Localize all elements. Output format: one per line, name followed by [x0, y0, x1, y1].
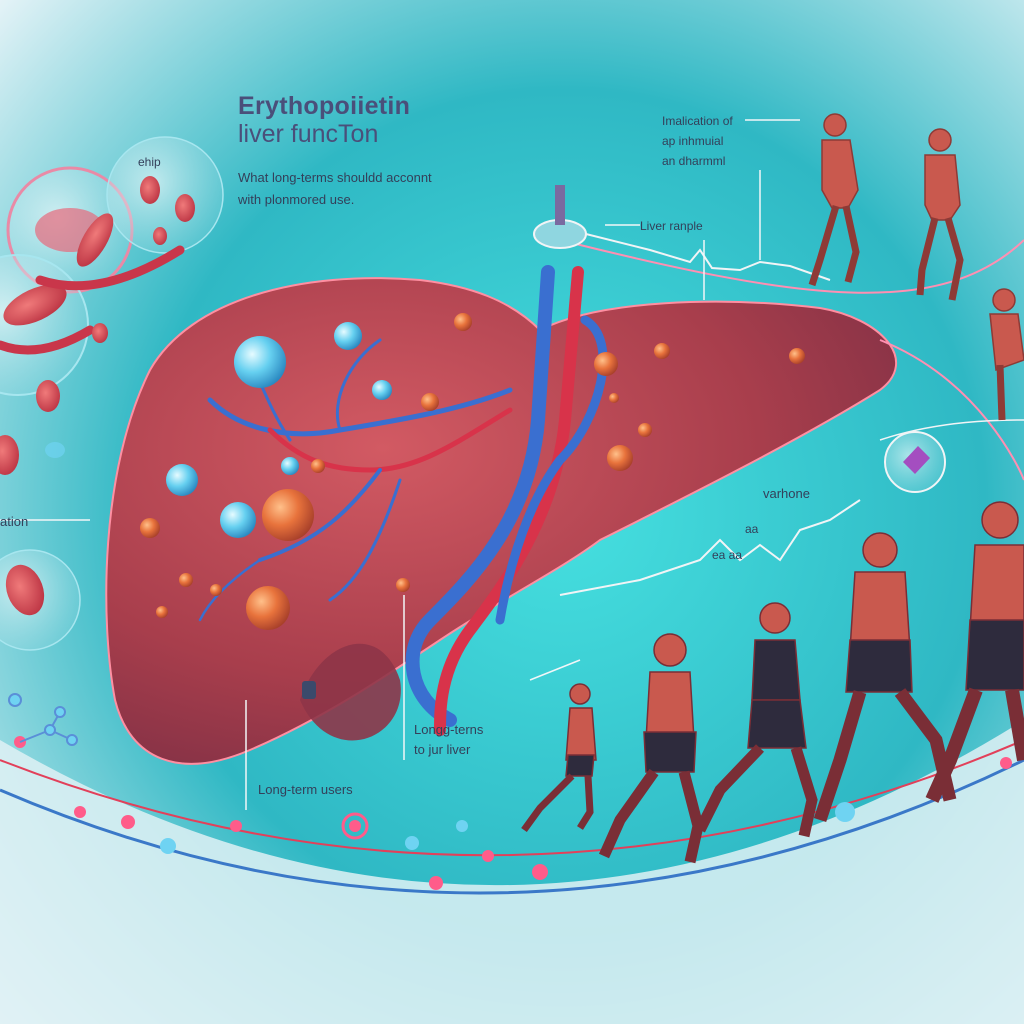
orange-cells	[140, 313, 805, 630]
label-ehip: ehip	[138, 155, 161, 169]
label-implication-3: an dharmml	[662, 154, 726, 168]
molecule-cluster-left	[8, 693, 78, 746]
red-blood-cells	[0, 176, 195, 651]
label-small-b: ea aa	[712, 548, 743, 562]
runners-bottom	[521, 501, 1024, 864]
runners-top	[808, 113, 1024, 421]
ekg-lines	[559, 229, 1024, 596]
label-small-a: aa	[745, 522, 759, 536]
timeline-nodes	[14, 736, 1012, 890]
capsule-icon	[884, 431, 946, 493]
vial-icon	[302, 681, 316, 699]
sample-device-icon	[533, 185, 587, 249]
description-line-1: What long-terms shouldd acconnt	[238, 170, 432, 185]
blood-vessels	[198, 265, 608, 736]
title-line-1: Erythopoiietin	[238, 92, 411, 120]
timeline-blue	[0, 758, 1024, 895]
label-implication-1: Imalication of	[662, 114, 733, 128]
description-line-2: with plonmored use.	[238, 192, 355, 207]
bottom-arc	[0, 720, 1024, 1024]
label-long-terms: Longg-terns	[414, 722, 484, 737]
callout-lines	[0, 119, 800, 810]
label-long-term-users: Long-term users	[258, 782, 353, 797]
cell-bubble-left-top	[0, 136, 224, 396]
timeline-red	[0, 739, 1024, 857]
label-to-your-liver: to jur liver	[414, 742, 471, 757]
label-varhone: varhone	[763, 486, 810, 501]
blue-cells	[166, 322, 392, 538]
label-implication-2: ap inhmuial	[662, 134, 724, 148]
label-ation: ation	[0, 514, 29, 529]
title-line-2: liver funcTon	[238, 120, 379, 148]
label-liver-sample: Liver ranple	[640, 219, 703, 233]
